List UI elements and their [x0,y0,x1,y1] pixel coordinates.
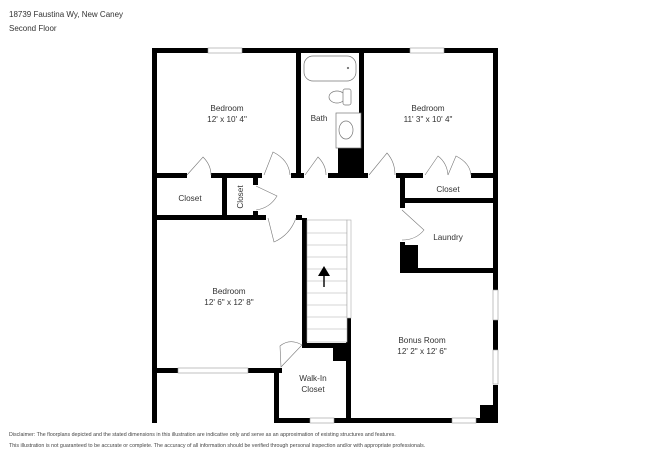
room-labels: Bedroom 12' x 10' 4" Bath Bedroom 11' 3"… [178,104,463,394]
room-name-bedroom-1: Bedroom [210,104,243,113]
door-swings [186,151,472,368]
room-name-closet-3: Closet [436,185,460,194]
stairs-up-arrow-icon [318,266,330,287]
room-name-bedroom-2: Bedroom [411,104,444,113]
room-name-bonus-room: Bonus Room [398,336,446,345]
bath-fixtures [303,55,362,149]
windows [177,47,499,424]
room-name-bath: Bath [311,114,328,123]
room-name-walk-in-closet-2: Closet [301,385,325,394]
bathtub-icon [303,55,357,82]
disclaimer-line-2: This illustration is not guaranteed to b… [9,443,426,449]
stairs [306,219,352,343]
room-dims-bedroom-2: 11' 3" x 10' 4" [404,115,453,124]
room-name-bedroom-3: Bedroom [212,287,245,296]
room-name-laundry: Laundry [433,233,463,242]
floor-label: Second Floor [9,24,57,33]
room-name-walk-in-closet: Walk-In [299,374,327,383]
disclaimer-line-1: Disclaimer: The floorplans depicted and … [9,432,396,438]
room-dims-bedroom-3: 12' 6" x 12' 8" [204,298,254,307]
property-address: 18739 Faustina Wy, New Caney [9,10,124,19]
room-dims-bonus-room: 12' 2" x 12' 6" [397,347,447,356]
toilet-icon [328,90,346,104]
room-name-closet-1: Closet [178,194,202,203]
room-dims-bedroom-1: 12' x 10' 4" [207,115,247,124]
room-name-closet-2: Closet [236,185,245,209]
